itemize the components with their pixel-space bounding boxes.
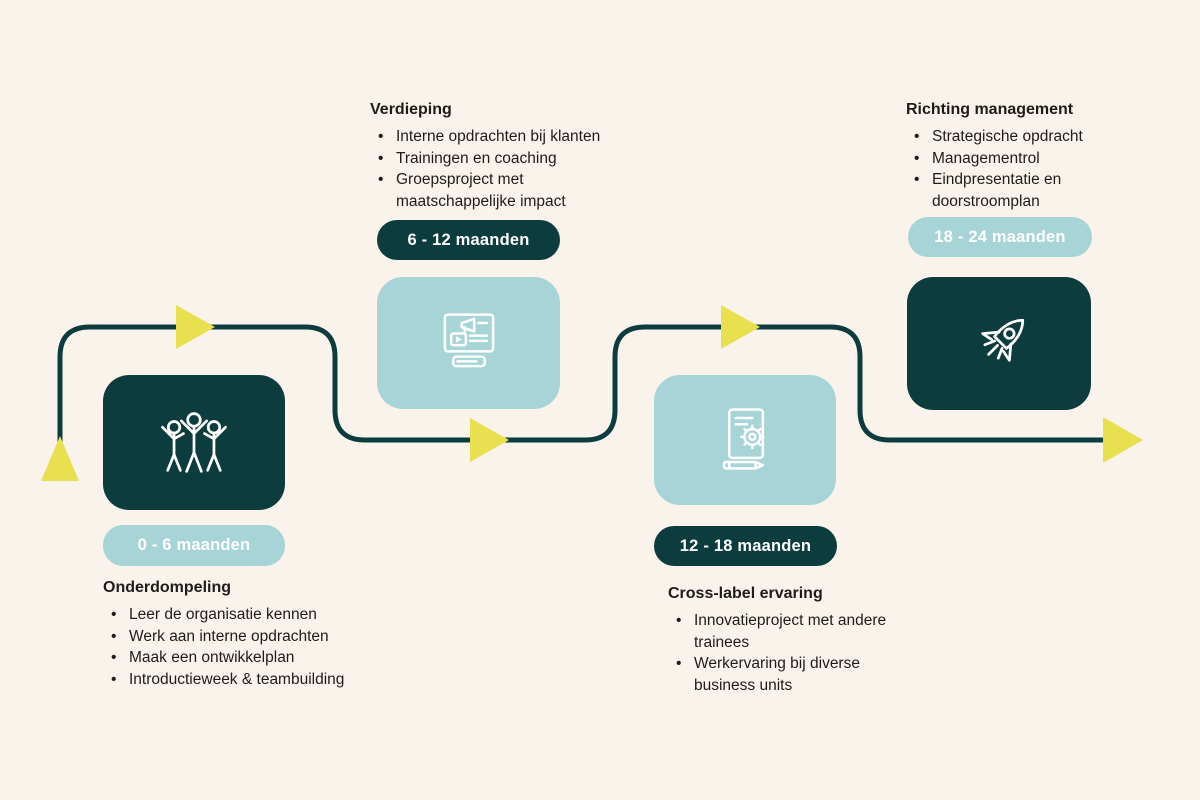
phase-title: Verdieping — [370, 101, 452, 118]
arrow-right-icon — [176, 305, 215, 349]
phase-bullet: Strategische opdracht — [906, 126, 1121, 148]
media-campaign-icon — [443, 313, 494, 368]
arrow-right-icon — [470, 418, 509, 462]
phase-bullet-list: Leer de organisatie kennen Werk aan inte… — [103, 604, 403, 690]
document-gear-icon — [722, 408, 765, 470]
rocket-icon — [981, 318, 1025, 362]
phase-title: Richting management — [906, 101, 1074, 118]
period-badge: 6 - 12 maanden — [377, 220, 560, 260]
phase-bullet: Innovatieproject met andere trainees — [668, 610, 903, 653]
period-badge: 18 - 24 maanden — [908, 217, 1092, 257]
phase-bullet-list: Innovatieproject met andere trainees Wer… — [668, 610, 903, 696]
arrow-end-icon — [1103, 417, 1143, 463]
phase-description-cross-label: Cross-label ervaring Innovatieproject me… — [668, 585, 903, 696]
phase-description-verdieping: Verdieping Interne opdrachten bij klante… — [370, 101, 625, 212]
phase-title: Cross-label ervaring — [668, 585, 823, 602]
phase-bullet: Managementrol — [906, 148, 1121, 170]
phase-bullet: Leer de organisatie kennen — [103, 604, 403, 626]
phase-bullet: Interne opdrachten bij klanten — [370, 126, 625, 148]
phase-title: Onderdompeling — [103, 579, 231, 596]
phase-bullet: Werkervaring bij diverse business units — [668, 653, 903, 696]
period-badge: 0 - 6 maanden — [103, 525, 285, 566]
phase-description-onderdompeling: Onderdompeling Leer de organisatie kenne… — [103, 579, 403, 690]
phase-bullet: Werk aan interne opdrachten — [103, 626, 403, 648]
phase-bullet-list: Interne opdrachten bij klanten Traininge… — [370, 126, 625, 212]
phase-card-onderdompeling — [103, 375, 285, 510]
phase-bullet: Maak een ontwikkelplan — [103, 647, 403, 669]
arrow-up-icon — [41, 436, 79, 481]
period-badge: 12 - 18 maanden — [654, 526, 837, 566]
phase-bullet: Introductieweek & teambuilding — [103, 669, 403, 691]
phase-card-richting-management — [907, 277, 1091, 410]
phase-description-richting-management: Richting management Strategische opdrach… — [906, 101, 1121, 212]
phase-bullet: Trainingen en coaching — [370, 148, 625, 170]
arrow-right-icon — [721, 305, 760, 349]
phase-bullet: Eindpresentatie en doorstroomplan — [906, 169, 1121, 212]
phase-bullet-list: Strategische opdracht Managementrol Eind… — [906, 126, 1121, 212]
phase-bullet: Groepsproject met maatschappelijke impac… — [370, 169, 625, 212]
phase-card-cross-label — [654, 375, 836, 505]
phase-card-verdieping — [377, 277, 560, 409]
team-icon — [161, 411, 227, 473]
timeline-path — [57, 324, 1111, 451]
